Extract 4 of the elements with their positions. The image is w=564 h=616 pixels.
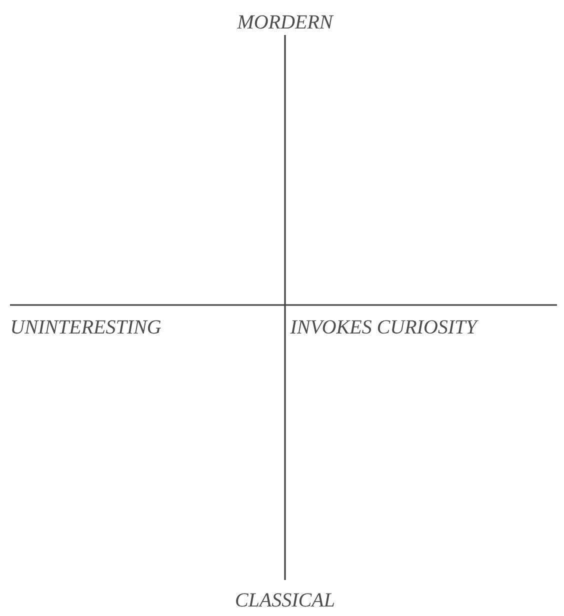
axis-label: UNINTERESTING	[12, 320, 161, 334]
axis-label: CLASSICAL	[236, 593, 334, 607]
axis-label: INVOKES CURIOSITY	[290, 320, 479, 334]
axis-label: MORDERN	[237, 15, 334, 29]
